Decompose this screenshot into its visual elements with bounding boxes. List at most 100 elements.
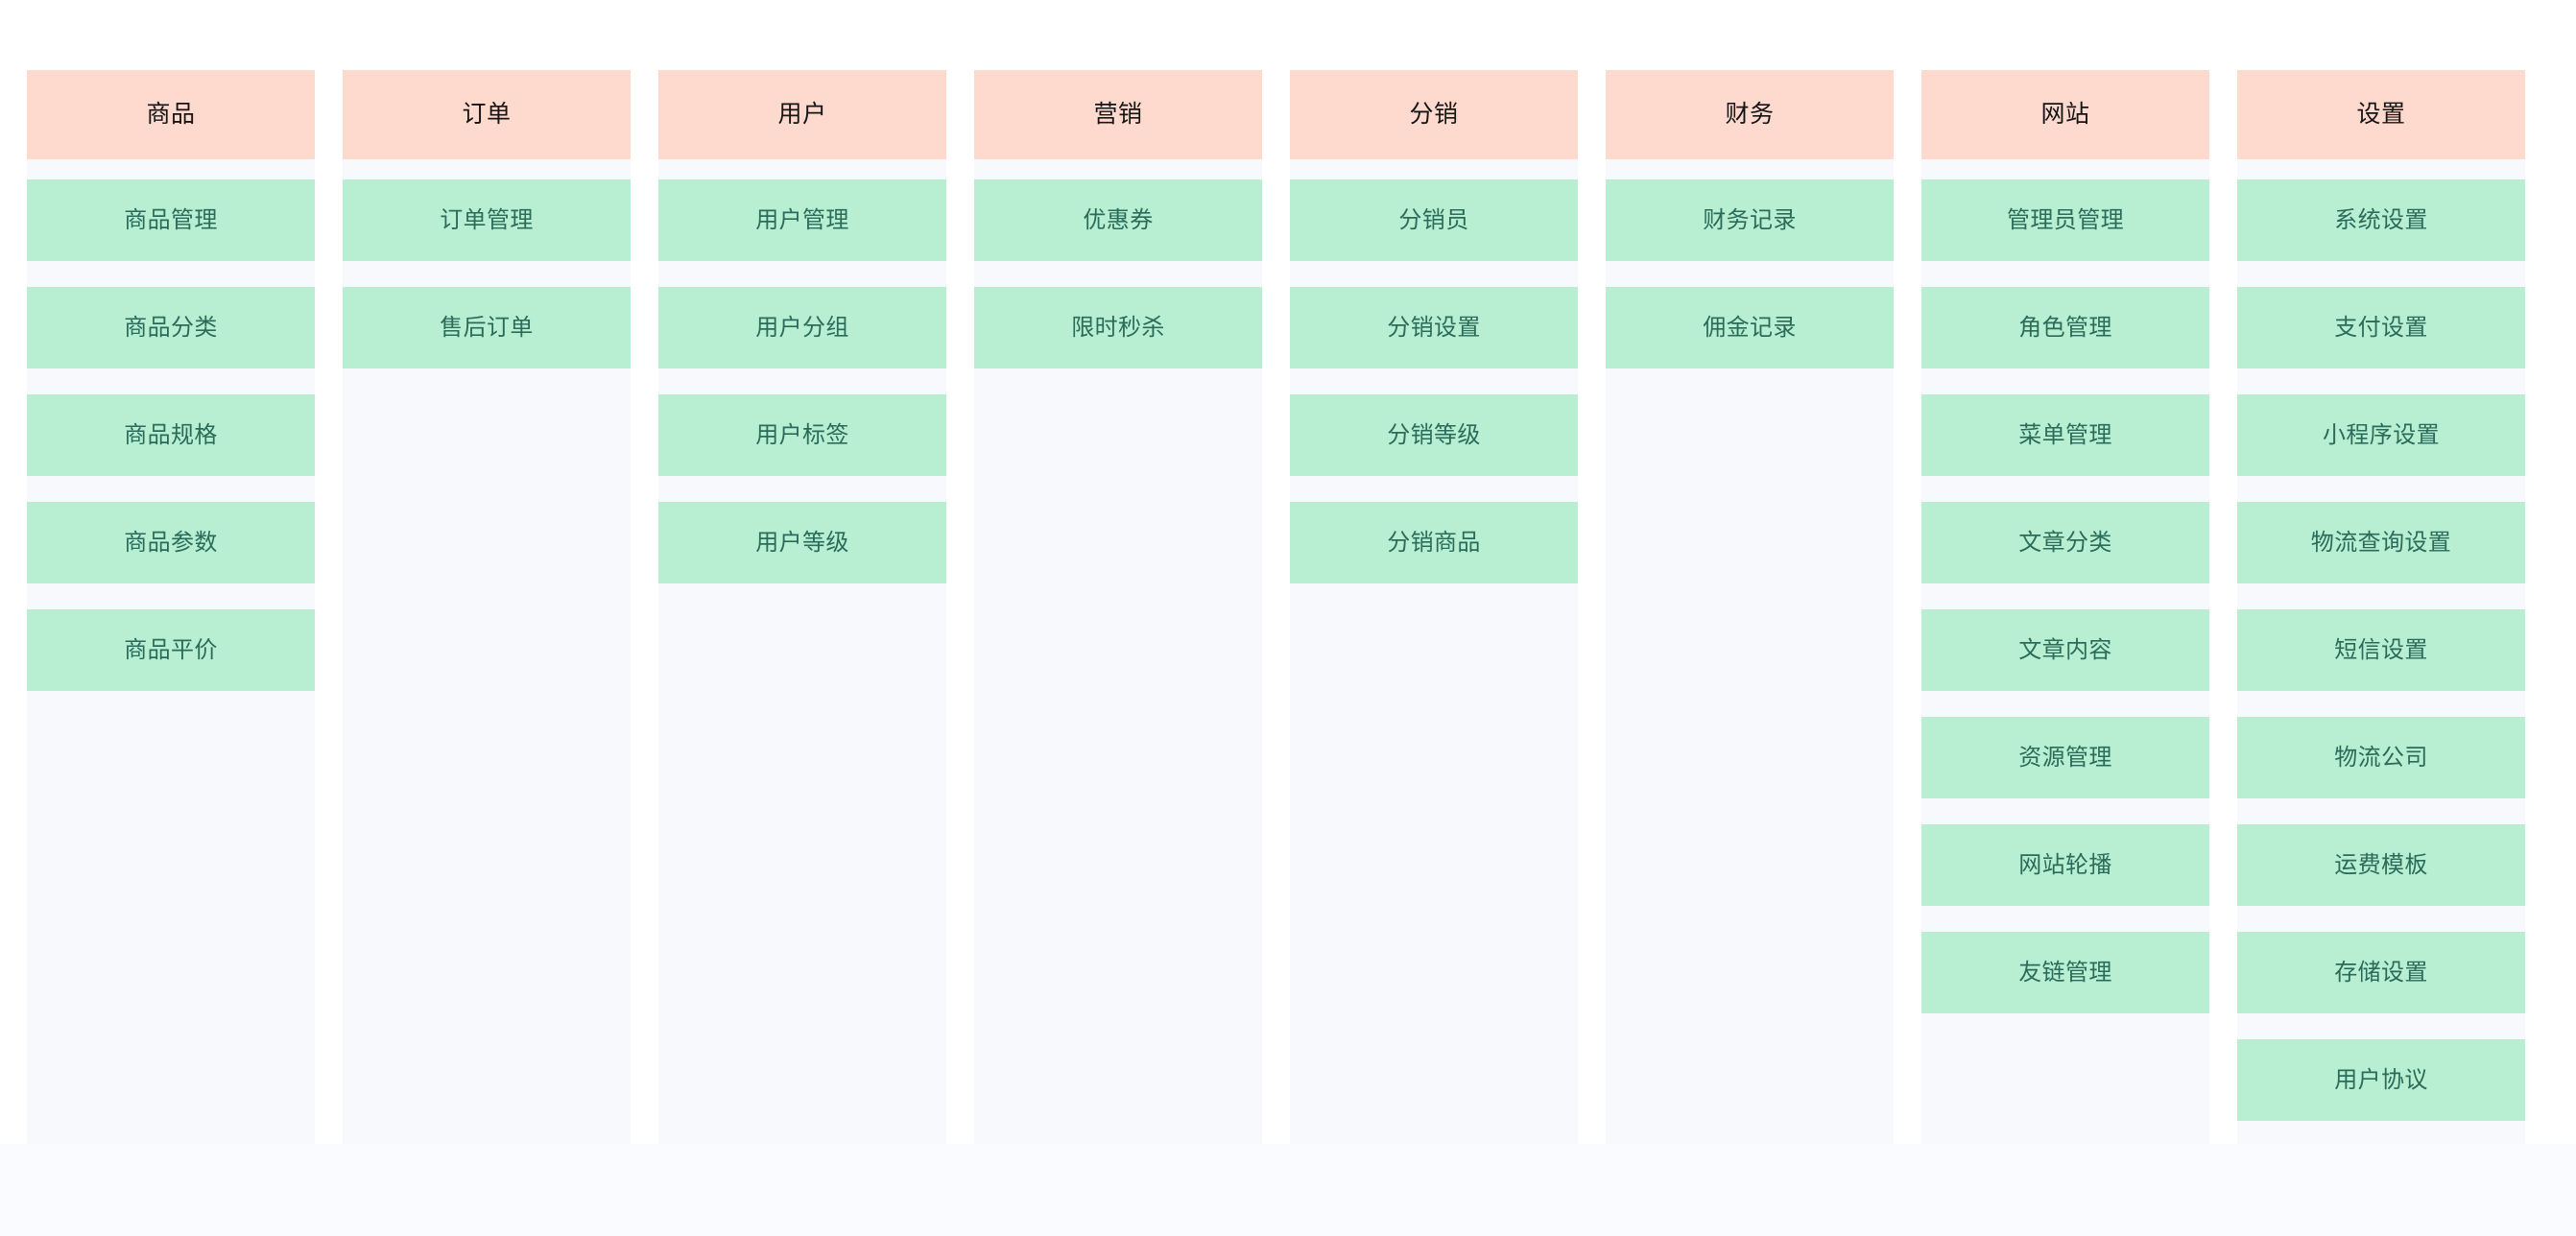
column-header[interactable]: 用户 <box>658 70 946 159</box>
menu-item[interactable]: 商品规格 <box>27 394 315 476</box>
menu-item-label: 网站轮播 <box>2018 851 2112 878</box>
bottom-band <box>0 1144 2576 1236</box>
column-item-list: 用户管理用户分组用户标签用户等级 <box>658 159 946 583</box>
menu-item[interactable]: 文章内容 <box>1921 609 2209 691</box>
menu-item-label: 用户协议 <box>2334 1066 2428 1093</box>
column-item-list: 管理员管理角色管理菜单管理文章分类文章内容资源管理网站轮播友链管理 <box>1921 159 2209 1013</box>
menu-item-label: 管理员管理 <box>2007 206 2124 233</box>
menu-item[interactable]: 售后订单 <box>343 287 631 368</box>
menu-item[interactable]: 商品管理 <box>27 179 315 261</box>
column-header-label: 财务 <box>1725 101 1775 128</box>
column-header[interactable]: 营销 <box>974 70 1262 159</box>
menu-item[interactable]: 商品平价 <box>27 609 315 691</box>
menu-column: 分销分销员分销设置分销等级分销商品 <box>1290 70 1578 1144</box>
column-item-list: 订单管理售后订单 <box>343 159 631 368</box>
menu-column: 订单订单管理售后订单 <box>343 70 631 1144</box>
column-item-list: 商品管理商品分类商品规格商品参数商品平价 <box>27 159 315 691</box>
menu-item-label: 限时秒杀 <box>1071 314 1165 341</box>
menu-item-label: 角色管理 <box>2018 314 2112 341</box>
menu-item[interactable]: 用户协议 <box>2237 1039 2525 1121</box>
menu-item[interactable]: 系统设置 <box>2237 179 2525 261</box>
menu-item-label: 佣金记录 <box>1703 314 1797 341</box>
menu-item-label: 用户标签 <box>755 421 849 448</box>
column-header-label: 设置 <box>2356 101 2406 128</box>
menu-item-label: 分销等级 <box>1387 421 1481 448</box>
menu-item-label: 物流查询设置 <box>2310 529 2452 556</box>
column-header[interactable]: 分销 <box>1290 70 1578 159</box>
column-item-list: 优惠券限时秒杀 <box>974 159 1262 368</box>
menu-item-label: 用户分组 <box>755 314 849 341</box>
menu-item[interactable]: 商品分类 <box>27 287 315 368</box>
menu-item[interactable]: 佣金记录 <box>1606 287 1894 368</box>
menu-item[interactable]: 菜单管理 <box>1921 394 2209 476</box>
menu-item-label: 商品分类 <box>124 314 218 341</box>
menu-item-label: 优惠券 <box>1083 206 1154 233</box>
column-header-label: 分销 <box>1409 101 1459 128</box>
menu-item[interactable]: 角色管理 <box>1921 287 2209 368</box>
menu-column: 网站管理员管理角色管理菜单管理文章分类文章内容资源管理网站轮播友链管理 <box>1921 70 2209 1144</box>
menu-item[interactable]: 分销商品 <box>1290 502 1578 583</box>
menu-column: 财务财务记录佣金记录 <box>1606 70 1894 1144</box>
menu-item[interactable]: 文章分类 <box>1921 502 2209 583</box>
menu-column: 营销优惠券限时秒杀 <box>974 70 1262 1144</box>
menu-item-label: 文章内容 <box>2018 636 2112 663</box>
menu-item-label: 菜单管理 <box>2018 421 2112 448</box>
menu-item-label: 商品参数 <box>124 529 218 556</box>
menu-item-label: 小程序设置 <box>2323 421 2440 448</box>
menu-item-label: 友链管理 <box>2018 959 2112 986</box>
menu-item-label: 分销设置 <box>1387 314 1481 341</box>
menu-item[interactable]: 用户分组 <box>658 287 946 368</box>
menu-item[interactable]: 物流公司 <box>2237 717 2525 798</box>
menu-item[interactable]: 优惠券 <box>974 179 1262 261</box>
menu-item[interactable]: 管理员管理 <box>1921 179 2209 261</box>
menu-item[interactable]: 网站轮播 <box>1921 824 2209 906</box>
menu-item[interactable]: 订单管理 <box>343 179 631 261</box>
column-header-label: 订单 <box>462 101 512 128</box>
column-item-list: 分销员分销设置分销等级分销商品 <box>1290 159 1578 583</box>
menu-item-label: 订单管理 <box>440 206 534 233</box>
menu-item-label: 售后订单 <box>440 314 534 341</box>
menu-item-label: 资源管理 <box>2018 744 2112 771</box>
menu-item[interactable]: 存储设置 <box>2237 932 2525 1013</box>
menu-item-label: 支付设置 <box>2334 314 2428 341</box>
menu-item-label: 商品规格 <box>124 421 218 448</box>
column-header[interactable]: 财务 <box>1606 70 1894 159</box>
column-header-label: 用户 <box>777 101 827 128</box>
column-header-label: 网站 <box>2040 101 2090 128</box>
menu-item-label: 短信设置 <box>2334 636 2428 663</box>
menu-item[interactable]: 小程序设置 <box>2237 394 2525 476</box>
column-item-list: 财务记录佣金记录 <box>1606 159 1894 368</box>
menu-item[interactable]: 运费模板 <box>2237 824 2525 906</box>
menu-column: 设置系统设置支付设置小程序设置物流查询设置短信设置物流公司运费模板存储设置用户协… <box>2237 70 2525 1144</box>
menu-item-label: 财务记录 <box>1703 206 1797 233</box>
column-header[interactable]: 订单 <box>343 70 631 159</box>
column-header[interactable]: 网站 <box>1921 70 2209 159</box>
menu-item-label: 分销员 <box>1398 206 1469 233</box>
menu-item[interactable]: 资源管理 <box>1921 717 2209 798</box>
menu-item-label: 用户等级 <box>755 529 849 556</box>
menu-grid: 商品商品管理商品分类商品规格商品参数商品平价订单订单管理售后订单用户用户管理用户… <box>27 70 2561 1144</box>
menu-column: 用户用户管理用户分组用户标签用户等级 <box>658 70 946 1144</box>
menu-item[interactable]: 限时秒杀 <box>974 287 1262 368</box>
column-header[interactable]: 商品 <box>27 70 315 159</box>
menu-item-label: 运费模板 <box>2334 851 2428 878</box>
menu-item-label: 商品管理 <box>124 206 218 233</box>
column-header[interactable]: 设置 <box>2237 70 2525 159</box>
menu-item[interactable]: 物流查询设置 <box>2237 502 2525 583</box>
menu-item[interactable]: 用户标签 <box>658 394 946 476</box>
menu-item-label: 分销商品 <box>1387 529 1481 556</box>
menu-item[interactable]: 财务记录 <box>1606 179 1894 261</box>
menu-item[interactable]: 分销设置 <box>1290 287 1578 368</box>
menu-item[interactable]: 用户管理 <box>658 179 946 261</box>
menu-column: 商品商品管理商品分类商品规格商品参数商品平价 <box>27 70 315 1144</box>
menu-item[interactable]: 分销员 <box>1290 179 1578 261</box>
menu-item[interactable]: 支付设置 <box>2237 287 2525 368</box>
menu-item-label: 物流公司 <box>2334 744 2428 771</box>
menu-item-label: 系统设置 <box>2334 206 2428 233</box>
menu-item[interactable]: 友链管理 <box>1921 932 2209 1013</box>
menu-item[interactable]: 商品参数 <box>27 502 315 583</box>
menu-item[interactable]: 用户等级 <box>658 502 946 583</box>
menu-item-label: 用户管理 <box>755 206 849 233</box>
menu-item[interactable]: 分销等级 <box>1290 394 1578 476</box>
menu-item[interactable]: 短信设置 <box>2237 609 2525 691</box>
